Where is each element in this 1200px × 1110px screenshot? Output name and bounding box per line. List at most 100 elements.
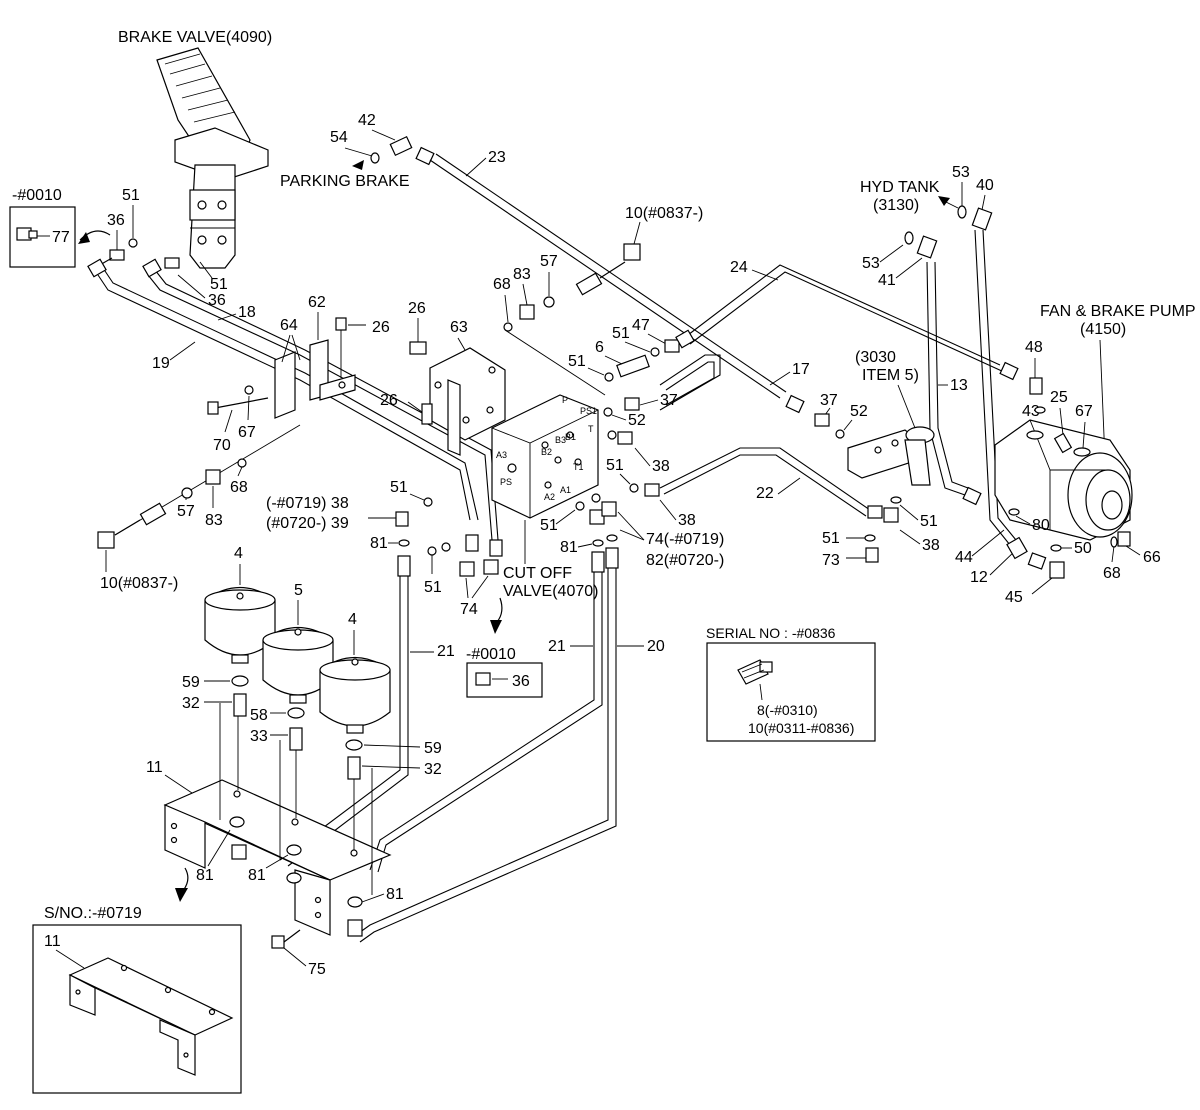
brake-valve-pedal: [156, 47, 269, 269]
elbow-12: [1006, 536, 1028, 560]
part-74-a: 74: [460, 601, 478, 618]
part-67-b: 67: [1075, 403, 1093, 420]
check-valve-6: [616, 354, 650, 378]
part-6: 6: [595, 339, 604, 356]
port-b2: B2: [541, 447, 552, 457]
fitting-33: [289, 727, 303, 751]
hose-18-19: [87, 257, 499, 541]
cut-off-valve-callout-1: CUT OFF: [503, 565, 572, 582]
part-21-a: 21: [437, 643, 455, 660]
part-68-c: 68: [1103, 565, 1121, 582]
inset-mid-label: -#0010: [466, 646, 516, 663]
part-81-b: 81: [560, 539, 578, 556]
part-19: 19: [152, 355, 170, 372]
part-38-a: 38: [652, 458, 670, 475]
elbow-fitting-icon: [16, 227, 38, 241]
sno-inset-box: [32, 924, 242, 1094]
part-42: 42: [358, 112, 376, 129]
part-26-c: 26: [380, 392, 398, 409]
part-75: 75: [308, 961, 326, 978]
part-57-a: 57: [177, 503, 195, 520]
part-74-82-b: 82(#0720-): [646, 552, 724, 569]
elbow-45: [1049, 561, 1065, 579]
item-3030-callout: (3030: [855, 349, 896, 366]
sno-inset-label: S/NO.:-#0719: [44, 905, 142, 922]
part-53-b: 53: [862, 255, 880, 272]
part-40: 40: [976, 177, 994, 194]
part-32-a: 32: [182, 695, 200, 712]
fan-brake-pump: [994, 419, 1133, 541]
part-68-a: 68: [230, 479, 248, 496]
port-t1: T1: [573, 462, 584, 472]
part-13: 13: [950, 377, 968, 394]
serial-no-label: SERIAL NO : -#0836: [706, 625, 836, 641]
elbow-bottom-right: [347, 919, 363, 937]
hose-22: [644, 447, 883, 519]
part-32-b: 32: [424, 761, 442, 778]
part-51-j: 51: [920, 513, 938, 530]
fitting-36-icon: [475, 672, 491, 686]
part-12: 12: [970, 569, 988, 586]
pressure-sensor-icon: [97, 502, 167, 549]
part-68-b: 68: [493, 276, 511, 293]
inset-box-mid: [466, 662, 543, 698]
part-52-b: 52: [850, 403, 868, 420]
part-57-b: 57: [540, 253, 558, 270]
part-50: 50: [1074, 540, 1092, 557]
part-36-c: 36: [512, 673, 530, 690]
fitting-32-b: [347, 756, 361, 780]
part-21-b: 21: [548, 638, 566, 655]
part-83-b: 83: [513, 266, 531, 283]
bracket-variant-icon: [68, 957, 234, 1076]
hose-clamp-bracket: [274, 339, 356, 419]
elbow-41: [916, 235, 938, 259]
part-81-d: 81: [248, 867, 266, 884]
part-81-c: 81: [196, 867, 214, 884]
part-5: 5: [294, 582, 303, 599]
part-47: 47: [632, 317, 650, 334]
part-51-c: 51: [612, 325, 630, 342]
part-38-39-b: (#0720-) 39: [266, 515, 349, 532]
port-b1: B1: [565, 432, 576, 442]
brake-valve-callout: BRAKE VALVE(4090): [118, 29, 272, 46]
port-p: P: [562, 395, 568, 405]
port-a2: A2: [544, 492, 555, 502]
part-4-b: 4: [348, 611, 357, 628]
plug-73: [865, 547, 879, 563]
part-37-a: 37: [660, 392, 678, 409]
part-18: 18: [238, 304, 256, 321]
part-37-b: 37: [820, 392, 838, 409]
part-64: 64: [280, 317, 298, 334]
accumulator-4-left: [204, 587, 276, 664]
part-20: 20: [647, 638, 665, 655]
serial-part-10: 10(#0311-#0836): [748, 720, 854, 736]
pressure-sensor-top-icon: [575, 243, 641, 296]
part-77: 77: [52, 229, 70, 246]
part-59-a: 59: [182, 674, 200, 691]
part-51-f: 51: [390, 479, 408, 496]
hose-23: [415, 146, 805, 414]
part-54: 54: [330, 129, 348, 146]
part-11-b: 11: [44, 933, 61, 950]
part-11-a: 11: [146, 759, 163, 776]
part-74-82-a: 74(-#0719): [646, 531, 724, 548]
fan-brake-pump-callout: FAN & BRAKE PUMP: [1040, 303, 1196, 320]
hyd-tank-callout: HYD TANK: [860, 179, 940, 196]
part-25: 25: [1050, 389, 1068, 406]
cut-off-valve-callout-2: VALVE(4070): [503, 583, 598, 600]
part-36-b: 36: [208, 292, 226, 309]
serial-part-8: 8(-#0310): [757, 702, 818, 718]
accumulator-4-right: [319, 657, 391, 734]
port-ps1: PS1: [580, 406, 597, 416]
part-38-c: 38: [922, 537, 940, 554]
hose-17: [659, 354, 721, 411]
fitting-32-a: [233, 693, 247, 717]
serial-inset-box: [706, 642, 876, 742]
item-5-callout: ITEM 5): [862, 367, 919, 384]
part-73: 73: [822, 552, 840, 569]
part-4-a: 4: [234, 545, 243, 562]
inset-top-left-label: -#0010: [12, 187, 62, 204]
elbow-38-39: [395, 511, 409, 527]
part-83-a: 83: [205, 512, 223, 529]
